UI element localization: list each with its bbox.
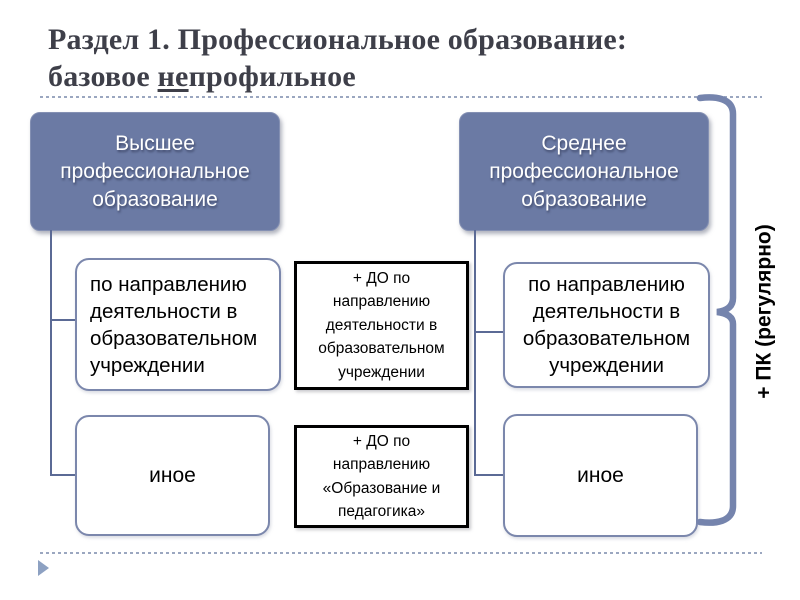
left-tree-vertical-connector — [50, 230, 52, 476]
bottom-dashed-divider — [40, 552, 762, 554]
footer-triangle-icon — [38, 560, 49, 576]
right-tree-vertical-connector — [474, 230, 476, 476]
right-tree-branch-1-connector — [474, 331, 503, 333]
left-child-box-direction-text: по направлению деятельности в образовате… — [90, 272, 258, 377]
note-box-do-pedagogy: + ДО по направлению «Образование и педаг… — [294, 425, 469, 528]
left-child-box-other-text: иное — [149, 464, 196, 487]
title-line2-rest: профильное — [188, 60, 356, 93]
left-child-box-other: иное — [75, 415, 270, 536]
note-box-do-activity-text: + ДО по направлению деятельности в образ… — [318, 269, 445, 381]
left-tree-branch-2-connector — [50, 474, 75, 476]
left-tree-branch-1-connector — [50, 319, 75, 321]
right-child-box-other-text: иное — [577, 464, 624, 487]
title-line-1: Раздел 1. Профессиональное образование: — [48, 23, 628, 56]
right-child-box-direction: по направлению деятельности в образовате… — [503, 262, 710, 388]
top-dashed-divider — [40, 96, 762, 98]
left-child-box-direction: по направлению деятельности в образовате… — [75, 258, 281, 391]
right-brace-shape — [696, 94, 737, 526]
root-node-higher-education: Высшее профессиональное образование — [30, 112, 280, 231]
title-underlined-part: не — [157, 60, 189, 93]
brace-label-pk-regular: + ПК (регулярно) — [752, 224, 776, 399]
note-box-do-pedagogy-text: + ДО по направлению «Образование и педаг… — [322, 432, 441, 521]
right-child-box-other: иное — [503, 414, 698, 537]
slide-title: Раздел 1. Профессиональное образование: … — [48, 21, 758, 95]
title-line2-prefix: базовое — [48, 60, 158, 93]
right-tree-branch-2-connector — [474, 474, 503, 476]
right-child-box-direction-text: по направлению деятельности в образовате… — [522, 273, 691, 377]
root-node-secondary-education: Среднее профессиональное образование — [459, 112, 709, 231]
title-line-2: базовое непрофильное — [48, 60, 356, 93]
note-box-do-activity: + ДО по направлению деятельности в образ… — [294, 261, 469, 390]
